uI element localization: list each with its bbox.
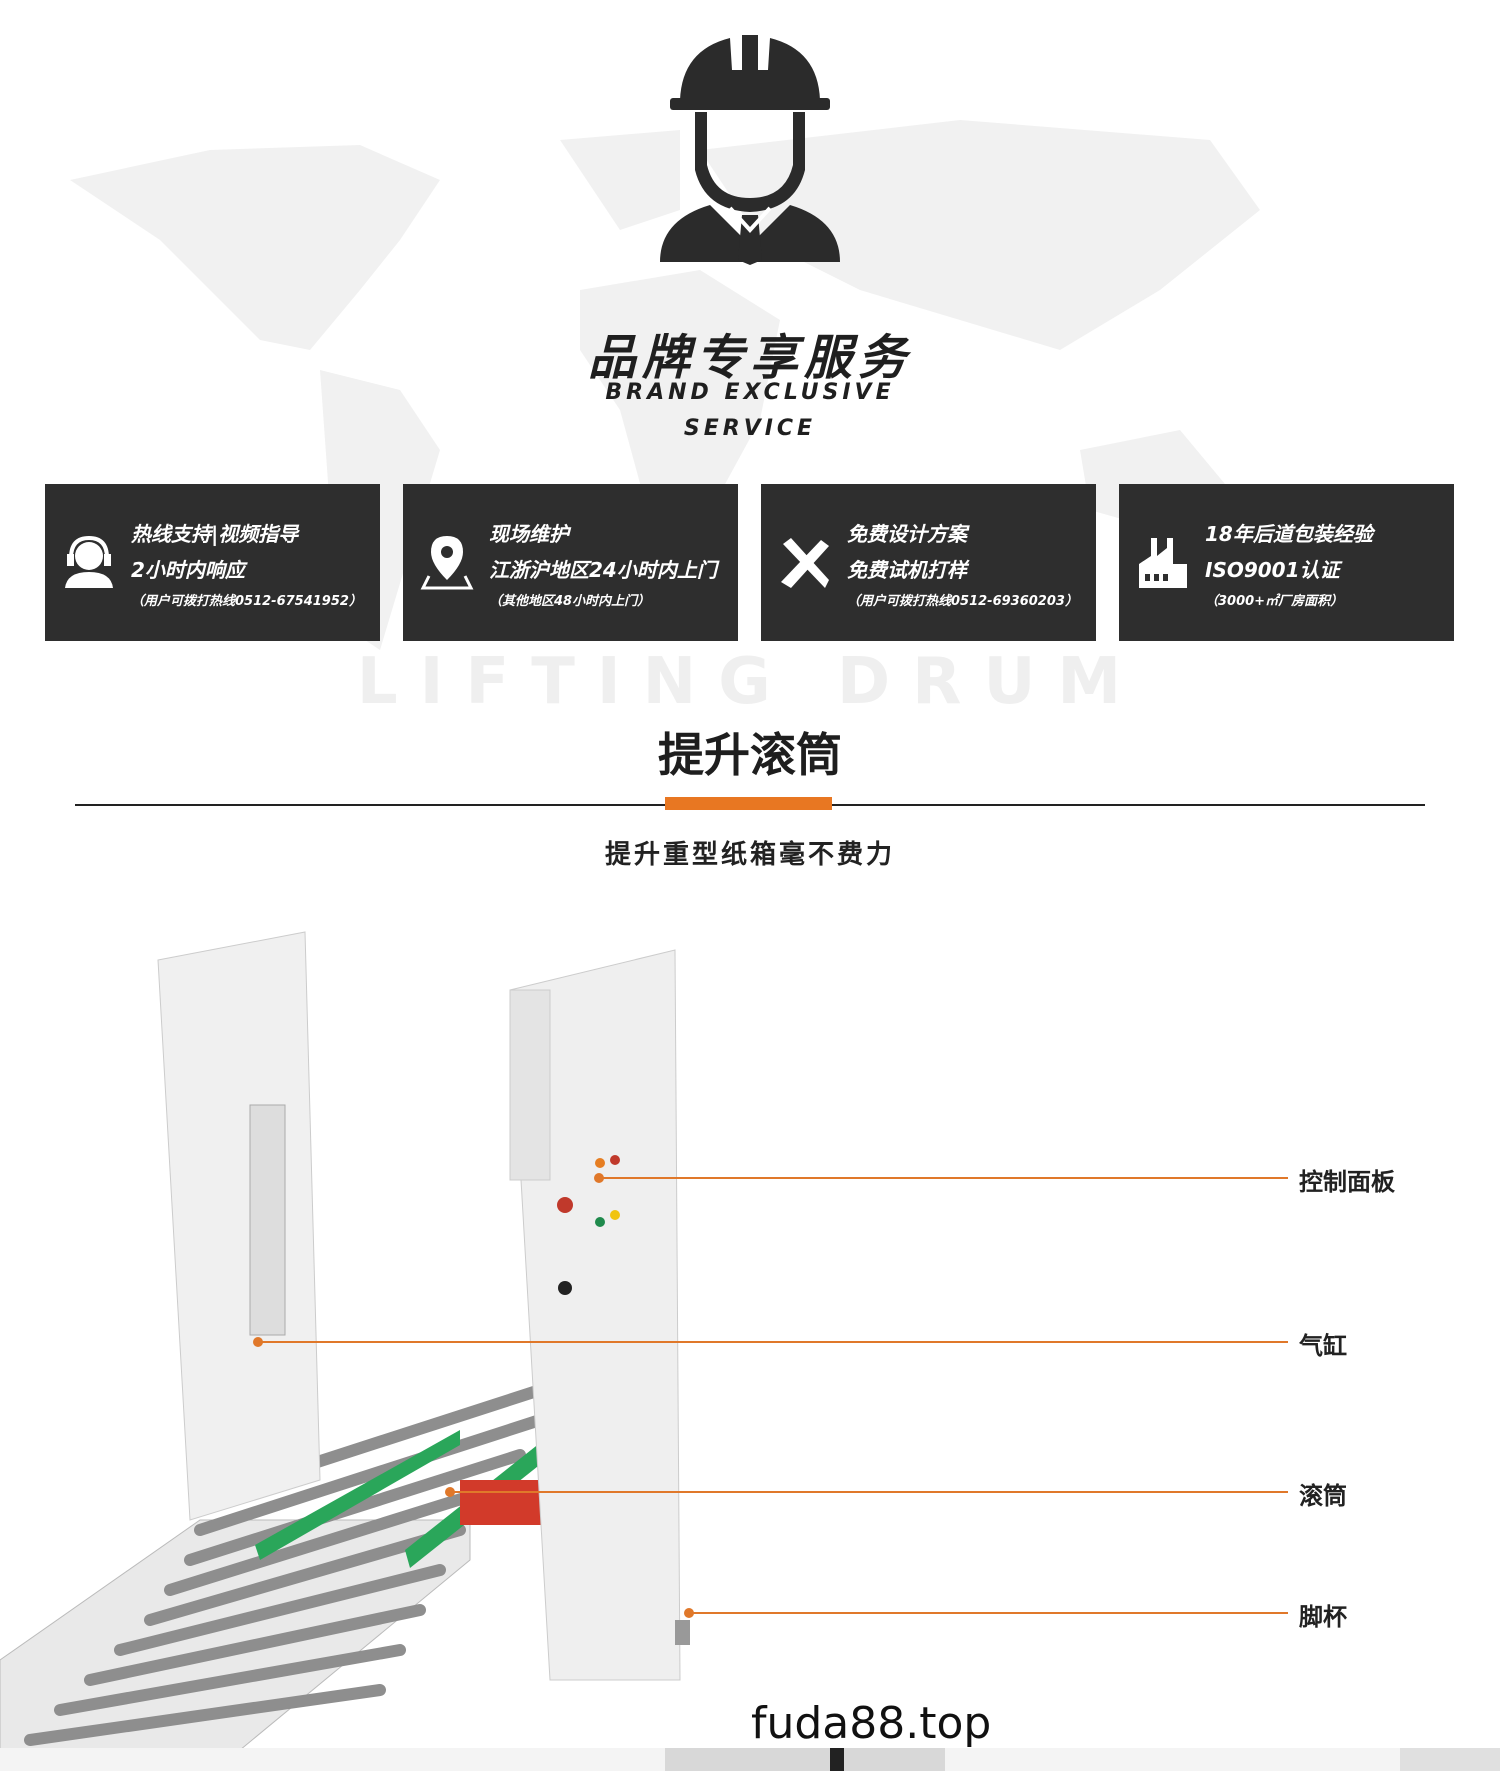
service-line-3: （其他地区48小时内上门） — [489, 594, 651, 609]
callout-line-foot-cup — [689, 1612, 1288, 1614]
world-map-background — [70, 120, 1260, 650]
section-subtitle: 提升重型纸箱毫不费力 — [604, 840, 895, 870]
service-line-3: （3000+㎡厂房面积） — [1205, 594, 1344, 609]
section-accent-bar — [665, 797, 832, 810]
callout-cylinder: 气缸 — [1299, 1332, 1347, 1360]
service-line-2: ISO9001认证 — [1205, 558, 1340, 582]
headset-icon — [65, 535, 113, 588]
service-line-1: 18年后道包装经验 — [1205, 522, 1373, 546]
site-watermark: fuda88.top — [751, 1698, 992, 1749]
ruler-pencil-icon — [781, 538, 829, 588]
service-card-onsite: 现场维护 江浙沪地区24小时内上门 （其他地区48小时内上门） — [403, 484, 738, 641]
location-pin-icon — [420, 536, 474, 590]
callout-roller: 滚筒 — [1299, 1482, 1347, 1510]
brand-service-subtitle-2: SERVICE — [683, 416, 817, 441]
brand-service-subtitle-1: BRAND EXCLUSIVE — [605, 380, 895, 405]
callout-dot — [253, 1337, 263, 1347]
brand-service-title: 品牌专享服务 — [587, 330, 912, 386]
callout-dot — [445, 1487, 455, 1497]
callout-line-control-panel — [599, 1177, 1288, 1179]
service-line-2: 2小时内响应 — [131, 558, 245, 582]
factory-icon — [1139, 538, 1187, 588]
callout-dot — [594, 1173, 604, 1183]
callout-foot-cup: 脚杯 — [1299, 1603, 1347, 1631]
callout-line-roller — [450, 1491, 1288, 1493]
service-line-3: （用户可拨打热线0512-69360203） — [847, 594, 1078, 609]
service-card-experience: 18年后道包装经验 ISO9001认证 （3000+㎡厂房面积） — [1119, 484, 1454, 641]
service-line-1: 免费设计方案 — [847, 522, 967, 546]
callout-dot — [684, 1608, 694, 1618]
callout-line-cylinder — [258, 1341, 1288, 1343]
lifting-drum-machine-image — [0, 931, 690, 1750]
next-section-preview — [0, 1748, 1500, 1771]
service-line-1: 热线支持|视频指导 — [131, 522, 299, 546]
service-line-1: 现场维护 — [489, 522, 569, 546]
conveyor — [0, 1384, 560, 1750]
section-watermark: LIFTING DRUM — [356, 645, 1144, 719]
service-line-2: 免费试机打样 — [847, 558, 967, 582]
section-title: 提升滚筒 — [658, 728, 842, 782]
service-line-2: 江浙沪地区24小时内上门 — [489, 558, 717, 582]
callout-control-panel: 控制面板 — [1299, 1168, 1395, 1196]
service-card-hotline: 热线支持|视频指导 2小时内响应 （用户可拨打热线0512-67541952） — [45, 484, 380, 641]
service-line-3: （用户可拨打热线0512-67541952） — [131, 594, 362, 609]
engineer-helmet-icon — [660, 35, 840, 265]
service-card-design: 免费设计方案 免费试机打样 （用户可拨打热线0512-69360203） — [761, 484, 1096, 641]
